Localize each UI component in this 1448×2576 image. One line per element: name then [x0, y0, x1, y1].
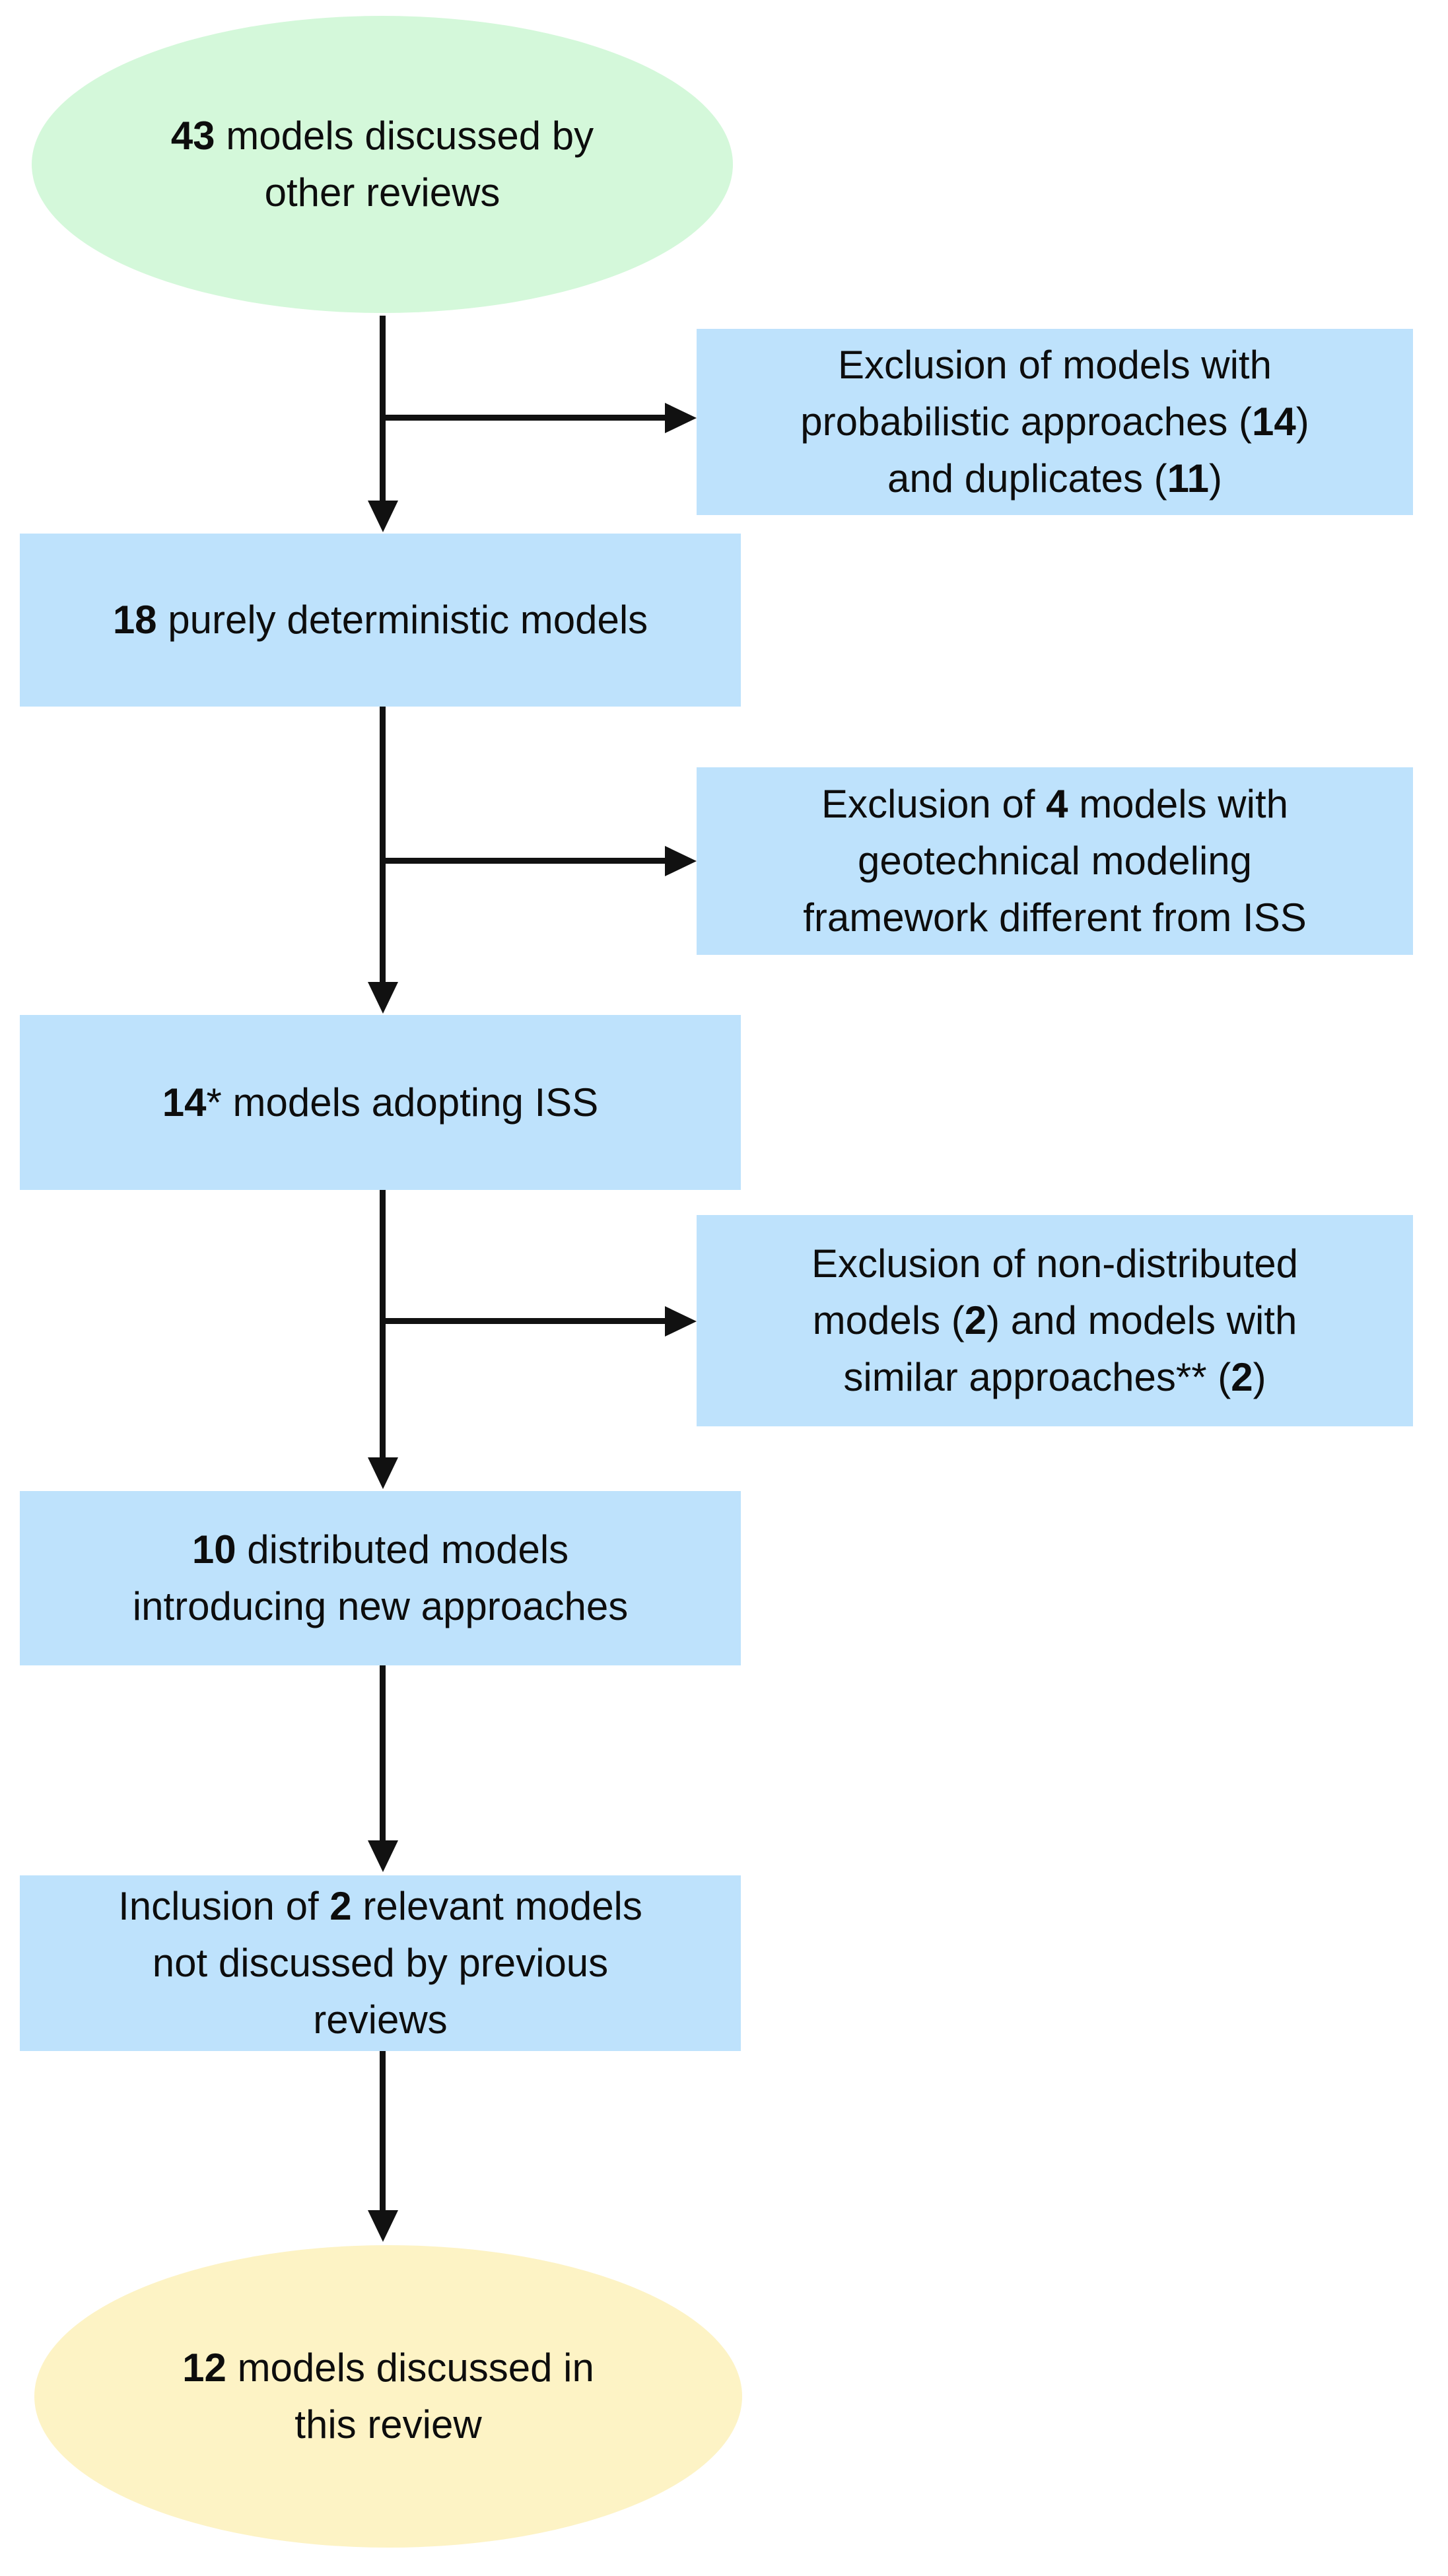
- node-text: 14* models adopting ISS: [20, 1074, 741, 1131]
- label-text: distributed models: [236, 1527, 569, 1572]
- node-text-line: not discussed by previous: [20, 1935, 741, 1992]
- branch-to-exclusion-geotechnical-shaft: [382, 858, 668, 864]
- label-text: and duplicates (: [887, 456, 1167, 501]
- label-text: reviews: [313, 1998, 448, 2042]
- node-text-line: this review: [34, 2396, 742, 2453]
- node-text-line: probabilistic approaches (14): [697, 394, 1413, 450]
- node-text-line: models (2) and models with: [697, 1292, 1413, 1349]
- node-text-line: similar approaches** (2): [697, 1349, 1413, 1406]
- node-text: Exclusion of models with probabilistic a…: [697, 337, 1413, 507]
- label-text: ): [1295, 400, 1309, 444]
- branch-to-exclusion-non-distributed-shaft: [382, 1318, 668, 1324]
- label-text: Exclusion of models with: [838, 343, 1272, 387]
- arrow-deterministic-to-iss-shaft: [380, 707, 386, 982]
- arrowhead-right-icon: [665, 1306, 697, 1337]
- label-text: ) and models with: [986, 1298, 1297, 1342]
- label-text: ): [1209, 456, 1223, 501]
- label-text: ): [1253, 1355, 1266, 1399]
- node-text-line: Exclusion of non-distributed: [697, 1236, 1413, 1292]
- node-text: 18 purely deterministic models: [20, 592, 741, 648]
- node-inclusion-relevant-models: Inclusion of 2 relevant models not discu…: [20, 1875, 741, 2051]
- node-text-line: Exclusion of models with: [697, 337, 1413, 394]
- node-text-line: geotechnical modeling: [697, 833, 1413, 889]
- node-deterministic-models: 18 purely deterministic models: [20, 534, 741, 707]
- label-text: this review: [294, 2402, 482, 2447]
- label-text: other reviews: [264, 170, 500, 215]
- label-text: not discussed by previous: [152, 1941, 609, 1985]
- node-exclusion-non-distributed: Exclusion of non-distributed models (2) …: [697, 1215, 1413, 1426]
- count-value: 4: [1046, 782, 1068, 826]
- node-distributed-models: 10 distributed models introducing new ap…: [20, 1491, 741, 1665]
- node-text-line: 12 models discussed in: [34, 2340, 742, 2396]
- label-text: geotechnical modeling: [857, 839, 1253, 883]
- node-text-line: framework different from ISS: [697, 889, 1413, 946]
- node-text-line: 43 models discussed by: [32, 108, 733, 164]
- label-text: models with: [1068, 782, 1288, 826]
- count-value: 2: [1231, 1355, 1253, 1399]
- arrowhead-right-icon: [665, 846, 697, 876]
- label-text: Exclusion of: [821, 782, 1047, 826]
- arrowhead-right-icon: [665, 403, 697, 433]
- node-text: Exclusion of 4 models with geotechnical …: [697, 776, 1413, 946]
- node-text-line: and duplicates (11): [697, 450, 1413, 507]
- node-text: Exclusion of non-distributed models (2) …: [697, 1236, 1413, 1406]
- label-text: relevant models: [351, 1884, 642, 1928]
- arrowhead-down-icon: [368, 2210, 398, 2242]
- node-exclusion-geotechnical: Exclusion of 4 models with geotechnical …: [697, 767, 1413, 955]
- arrowhead-down-icon: [368, 1457, 398, 1489]
- label-text: Exclusion of non-distributed: [811, 1241, 1299, 1286]
- node-models-adopting-iss: 14* models adopting ISS: [20, 1015, 741, 1190]
- label-text: framework different from ISS: [803, 895, 1307, 940]
- label-text: models discussed in: [226, 2346, 594, 2390]
- label-text: Inclusion of: [118, 1884, 330, 1928]
- count-value: 14: [162, 1080, 207, 1125]
- node-text-line: 18 purely deterministic models: [20, 592, 741, 648]
- node-text-line: Inclusion of 2 relevant models: [20, 1878, 741, 1935]
- node-final-ellipse: 12 models discussed in this review: [34, 2245, 742, 2548]
- label-text: probabilistic approaches (: [800, 400, 1252, 444]
- count-value: 2: [329, 1884, 352, 1928]
- arrowhead-down-icon: [368, 1840, 398, 1872]
- node-text: 10 distributed models introducing new ap…: [20, 1521, 741, 1635]
- node-text: 43 models discussed by other reviews: [32, 108, 733, 221]
- label-text: models (: [812, 1298, 965, 1342]
- label-text: * models adopting ISS: [206, 1080, 599, 1125]
- count-value: 18: [112, 598, 157, 642]
- branch-to-exclusion-probabilistic-shaft: [382, 415, 668, 421]
- count-value: 10: [191, 1527, 236, 1572]
- arrowhead-down-icon: [368, 982, 398, 1014]
- count-value: 12: [182, 2346, 226, 2390]
- arrow-inclusion-to-final-shaft: [380, 2051, 386, 2210]
- label-text: introducing new approaches: [132, 1584, 629, 1628]
- node-text: 12 models discussed in this review: [34, 2340, 742, 2453]
- label-text: models discussed by: [215, 114, 594, 158]
- node-text: Inclusion of 2 relevant models not discu…: [20, 1878, 741, 2048]
- arrow-distributed-to-inclusion-shaft: [380, 1665, 386, 1840]
- label-text: purely deterministic models: [156, 598, 648, 642]
- count-value: 2: [964, 1298, 987, 1342]
- node-start-ellipse: 43 models discussed by other reviews: [32, 16, 733, 313]
- node-text-line: other reviews: [32, 164, 733, 221]
- count-value: 14: [1251, 400, 1296, 444]
- node-exclusion-probabilistic: Exclusion of models with probabilistic a…: [697, 329, 1413, 515]
- node-text-line: Exclusion of 4 models with: [697, 776, 1413, 833]
- count-value: 11: [1167, 456, 1210, 501]
- label-text: similar approaches** (: [843, 1355, 1231, 1399]
- node-text-line: introducing new approaches: [20, 1578, 741, 1635]
- node-text-line: reviews: [20, 1992, 741, 2048]
- node-text-line: 10 distributed models: [20, 1521, 741, 1578]
- node-text-line: 14* models adopting ISS: [20, 1074, 741, 1131]
- arrowhead-down-icon: [368, 501, 398, 532]
- arrow-start-to-deterministic-shaft: [380, 316, 386, 503]
- count-value: 43: [170, 114, 215, 158]
